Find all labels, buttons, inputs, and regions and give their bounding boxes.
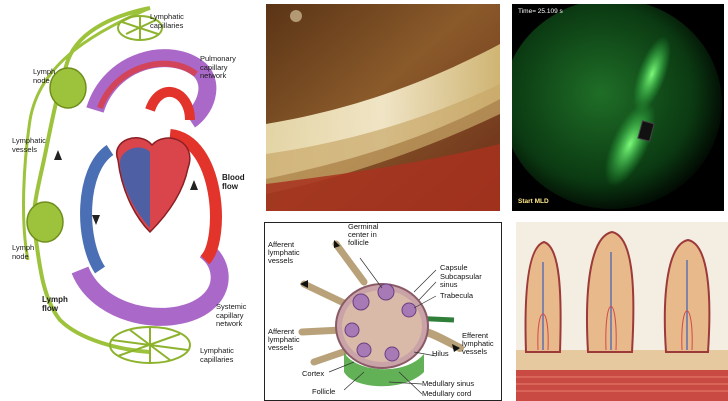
label-hilus: Hilus [432, 350, 449, 358]
intestinal-villi-illustration [516, 222, 728, 401]
nir-fluorescence-image: Time= 25.109 s Start MLD [512, 4, 724, 211]
label-capsule: Capsule [440, 264, 468, 272]
label-trabecula: Trabecula [440, 292, 473, 300]
start-mld-label: Start MLD [518, 198, 549, 205]
time-readout: Time= 25.109 s [518, 8, 563, 15]
label-cortex: Cortex [302, 370, 324, 378]
label-lymph-node-bottom: Lymph node [12, 244, 34, 261]
lymph-node-diagram: Afferent lymphatic vessels Germinal cent… [264, 222, 502, 401]
label-blood-flow: Blood flow [222, 173, 245, 191]
label-systemic-capillary-network: Systemic capillary network [216, 303, 246, 329]
circulation-diagram: Lymphatic capillaries Pulmonary capillar… [0, 0, 262, 401]
villi-image [516, 222, 728, 401]
nir-image [512, 4, 724, 211]
label-medullary-sinus: Medullary sinus [422, 380, 474, 388]
label-subcapsular-sinus: Subcapsular sinus [440, 273, 482, 289]
label-medullary-cord: Medullary cord [422, 390, 471, 398]
endoscopic-photo [266, 4, 500, 211]
label-lymphatic-vessels: Lymphatic vessels [12, 137, 46, 154]
label-follicle: Follicle [312, 388, 335, 396]
label-lymph-flow: Lymph flow [42, 295, 68, 313]
label-afferent-top: Afferent lymphatic vessels [268, 241, 300, 265]
label-lymph-node-top: Lymph node [33, 68, 55, 85]
label-afferent-bottom: Afferent lymphatic vessels [268, 328, 300, 352]
label-lymphatic-capillaries-bottom: Lymphatic capillaries [200, 347, 234, 364]
label-lymphatic-capillaries-top: Lymphatic capillaries [150, 13, 184, 30]
label-germinal-center: Germinal center in follicle [348, 223, 378, 247]
label-pulmonary-capillary-network: Pulmonary capillary network [200, 55, 236, 81]
endoscopic-image [266, 4, 500, 211]
label-efferent: Efferent lymphatic vessels [462, 332, 494, 356]
